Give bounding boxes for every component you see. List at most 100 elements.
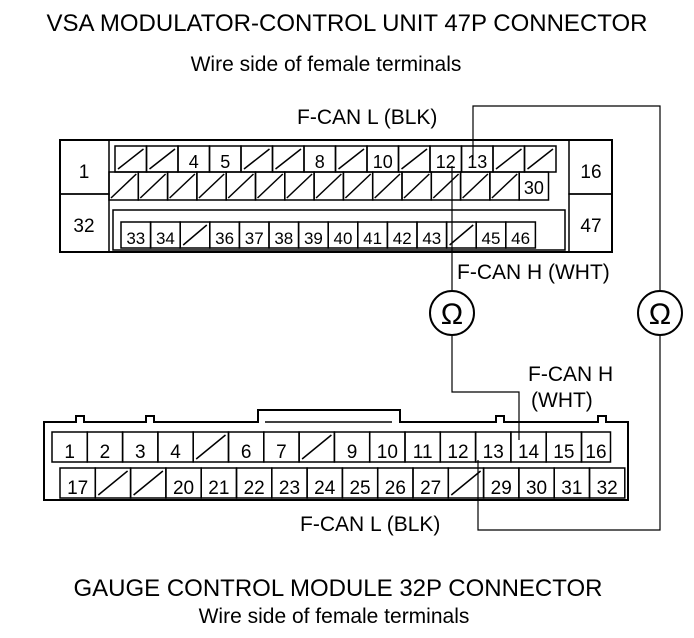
gauge-row1-blank-slash-5 (195, 434, 226, 460)
vsa-row1-blank-slash-10 (401, 148, 428, 170)
vsa-row1-blank-slash-13 (495, 148, 522, 170)
gauge-row2-terminal-21: 21 (208, 478, 229, 499)
gauge-row2-terminal-25: 25 (349, 478, 370, 499)
gauge-row1-terminal-7: 7 (276, 442, 287, 463)
vsa-row3-terminal-33: 33 (126, 229, 145, 248)
ohmmeter-right-icon-symbol: Ω (649, 298, 671, 331)
vsa-row2-slash-3 (169, 173, 196, 199)
fcan-h-bottom-label-line2: (WHT) (531, 389, 593, 412)
ohmmeter-left-icon: Ω (429, 290, 475, 336)
vsa-row2-slash-7 (286, 173, 313, 199)
gauge-row2-blank-slash-2 (97, 470, 129, 496)
vsa-terminal-47: 47 (580, 216, 601, 237)
vsa-row1-terminal-10: 10 (373, 152, 393, 172)
gauge-connector-title: GAUGE CONTROL MODULE 32P CONNECTOR (73, 575, 603, 602)
vsa-row2-cell-15 (518, 171, 550, 201)
gauge-row2-cell-16 (588, 467, 626, 499)
gauge-row2-terminal-24: 24 (314, 478, 336, 499)
gauge-row2-terminal-32: 32 (597, 478, 618, 499)
vsa-row3-terminal-42: 42 (393, 229, 412, 248)
vsa-row2-slash-8 (315, 173, 342, 199)
fcan-h-top-label: F-CAN H (WHT) (457, 261, 610, 284)
gauge-terminal-16: 16 (585, 442, 606, 463)
vsa-row2-slash-14 (491, 173, 518, 199)
ohmmeter-right-icon-circle (637, 290, 683, 336)
vsa-row2-slash-10 (374, 173, 401, 199)
vsa-row2-slash-5 (227, 173, 255, 199)
vsa-terminal-1: 1 (79, 162, 90, 183)
vsa-connector-title: VSA MODULATOR-CONTROL UNIT 47P CONNECTOR (46, 10, 648, 37)
fcan-l-wire-to-gauge (477, 336, 661, 531)
vsa-row1-terminal-4: 4 (189, 152, 199, 172)
vsa-row2-slash-9 (344, 173, 372, 199)
gauge-row1-cell-16 (580, 431, 612, 463)
vsa-row2-slash-1 (110, 173, 137, 199)
vsa-row3-terminal-38: 38 (274, 229, 293, 248)
vsa-row3-blank-slash-3 (182, 224, 208, 246)
vsa-row2-slash-4 (198, 173, 225, 199)
fcan-h-wire-to-gauge (451, 336, 520, 440)
vsa-row3-terminal-37: 37 (245, 229, 264, 248)
vsa-terminal-32: 32 (73, 216, 94, 237)
gauge-row2-blank-slash-3 (133, 470, 164, 496)
gauge-row1-terminal-2: 2 (100, 442, 111, 463)
vsa-row1-terminal-12: 12 (436, 152, 456, 172)
vsa-row2-slash-11 (403, 173, 430, 199)
gauge-row2-terminal-27: 27 (420, 478, 441, 499)
vsa-left-bottom-block (59, 193, 110, 253)
gauge-row1-terminal-6: 6 (241, 442, 252, 463)
vsa-row3-terminal-41: 41 (363, 229, 382, 248)
gauge-row1-blank-slash-8 (301, 434, 332, 460)
fcan-h-bottom-label-line1: F-CAN H (528, 363, 614, 386)
gauge-row1-terminal-9: 9 (347, 442, 358, 463)
vsa-right-bottom-block (568, 193, 613, 253)
fcan-l-top-label: F-CAN L (BLK) (297, 106, 438, 129)
vsa-row3-terminal-40: 40 (334, 229, 353, 248)
vsa-row1-blank-slash-14 (527, 148, 554, 170)
vsa-row1-blank-slash-2 (149, 148, 176, 170)
gauge-row2-terminal-30: 30 (526, 478, 547, 499)
vsa-row3-terminal-46: 46 (511, 229, 530, 248)
gauge-row2-terminal-22: 22 (244, 478, 265, 499)
gauge-row1-terminal-14: 14 (518, 442, 540, 463)
fcan-l-bottom-label: F-CAN L (BLK) (300, 513, 441, 536)
vsa-row3-terminal-34: 34 (156, 229, 175, 248)
gauge-row1-terminal-10: 10 (377, 442, 398, 463)
vsa-terminal-16: 16 (580, 162, 601, 183)
gauge-row1-terminal-13: 13 (483, 442, 504, 463)
gauge-row2-terminal-29: 29 (491, 478, 512, 499)
vsa-row1-blank-slash-6 (275, 148, 302, 170)
fcan-l-wire-to-meter (472, 105, 661, 290)
vsa-row3-blank-slash-12 (449, 224, 474, 246)
vsa-row1-blank-slash-8 (338, 148, 365, 170)
vsa-row1-terminal-13: 13 (467, 152, 487, 172)
vsa-row3-terminal-39: 39 (304, 229, 323, 248)
ohmmeter-left-icon-symbol: Ω (441, 298, 463, 331)
gauge-row2-blank-slash-12 (450, 470, 482, 496)
gauge-row2-terminal-26: 26 (385, 478, 406, 499)
gauge-row1-terminal-12: 12 (447, 442, 468, 463)
vsa-row3-cell-14 (505, 221, 537, 249)
vsa-row2-slash-2 (139, 173, 167, 199)
gauge-row1-terminal-11: 11 (413, 442, 433, 463)
vsa-row3-terminal-36: 36 (215, 229, 234, 248)
wiring-harness (451, 105, 661, 531)
vsa-row1-terminal-5: 5 (220, 152, 230, 172)
gauge-row2-terminal-31: 31 (561, 478, 582, 499)
gauge-row2-terminal-20: 20 (173, 478, 194, 499)
vsa-connector-subtitle: Wire side of female terminals (190, 53, 462, 76)
gauge-connector-body (43, 409, 629, 501)
vsa-row1-blank-slash-1 (117, 148, 144, 170)
vsa-row3-terminal-43: 43 (422, 229, 441, 248)
vsa-terminal-30: 30 (524, 178, 544, 198)
vsa-row1-terminal-8: 8 (315, 152, 325, 172)
gauge-row1-terminal-4: 4 (170, 442, 181, 463)
gauge-row1-terminal-15: 15 (553, 442, 574, 463)
gauge-row1-terminal-1: 1 (64, 442, 75, 463)
gauge-connector-subtitle: Wire side of female terminals (198, 605, 470, 628)
vsa-row2-slash-6 (256, 173, 284, 199)
